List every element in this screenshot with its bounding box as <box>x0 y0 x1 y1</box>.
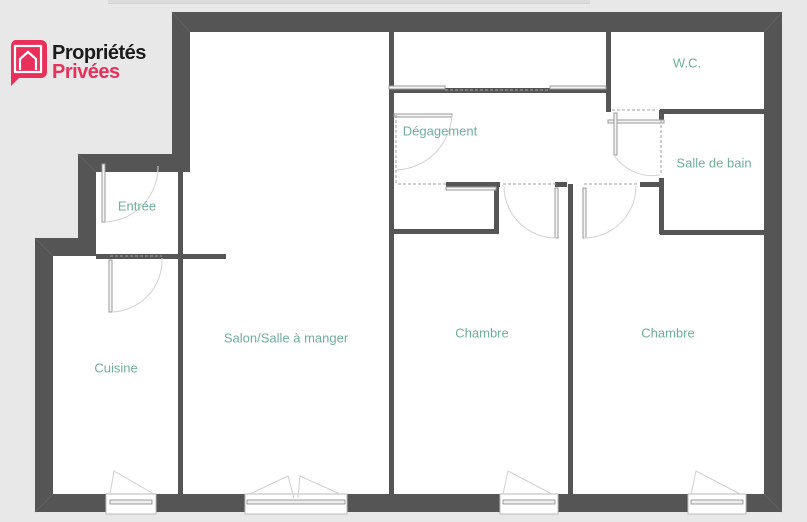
window-cuisine <box>105 470 157 515</box>
door-swings <box>104 114 661 313</box>
house-speech-bubble-icon <box>10 40 47 86</box>
floor-area <box>53 32 764 494</box>
room-label-salle-de-bain: Salle de bain <box>676 155 752 171</box>
room-label-degagement: Dégagement <box>402 123 478 139</box>
brand-name-line1: Propriétés <box>52 42 146 64</box>
room-label-wc: W.C. <box>672 55 702 71</box>
brand-name-line2: Privées <box>52 61 120 83</box>
room-label-entree: Entrée <box>117 198 157 214</box>
window-salon <box>244 475 348 515</box>
room-label-cuisine: Cuisine <box>94 360 138 376</box>
brand-logo: Propriétés Privées <box>9 40 146 86</box>
room-label-salon: Salon/Salle à manger <box>223 330 349 346</box>
window-chambre-1 <box>499 470 559 515</box>
window-chambre-2 <box>687 470 747 515</box>
room-label-chambre-2: Chambre <box>641 325 695 341</box>
windows <box>105 470 747 515</box>
salon-notch <box>160 154 190 172</box>
top-scroll-bar <box>108 0 590 4</box>
room-label-chambre-1: Chambre <box>455 325 509 341</box>
door-openings <box>110 89 662 257</box>
